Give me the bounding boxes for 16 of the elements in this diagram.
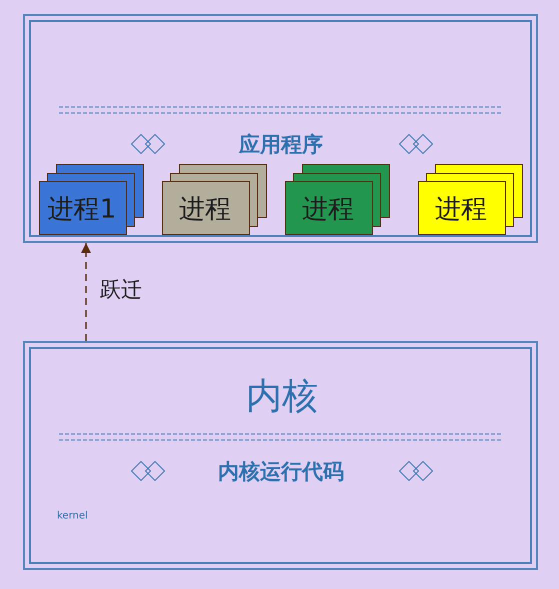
panel-heading: 应用程序 <box>239 133 323 157</box>
stacked-process-cards <box>418 164 524 235</box>
process-label: 进程 <box>302 196 354 224</box>
double-bordered-panel <box>23 341 538 570</box>
panel-heading: 内核 <box>246 377 318 417</box>
panel-caption: kernel <box>57 510 88 522</box>
edge-label: 跃迁 <box>100 278 142 302</box>
stacked-process-cards <box>162 164 268 235</box>
process-label: 进程 <box>179 196 231 224</box>
dashed-arrow <box>81 243 91 341</box>
panel-subheading: 内核运行代码 <box>218 460 344 484</box>
double-bordered-panel <box>23 14 538 243</box>
process-label: 进程1 <box>48 196 116 224</box>
stacked-process-cards <box>39 164 145 235</box>
process-label: 进程 <box>435 196 487 224</box>
stacked-process-cards <box>285 164 391 235</box>
